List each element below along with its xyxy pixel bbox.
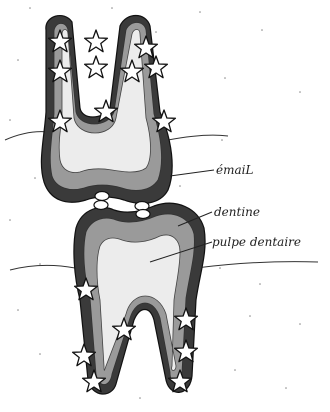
label-pulpe-dentaire: pulpe dentaire: [212, 235, 301, 249]
star-icon: [85, 56, 108, 78]
oval-icon: [94, 201, 108, 210]
oval-icon: [95, 192, 109, 201]
oval-icon: [136, 210, 150, 219]
lower-tooth: [74, 203, 205, 394]
label-dentine: dentine: [214, 205, 260, 219]
star-icon: [85, 30, 108, 52]
label-email: émaiL: [216, 163, 253, 177]
